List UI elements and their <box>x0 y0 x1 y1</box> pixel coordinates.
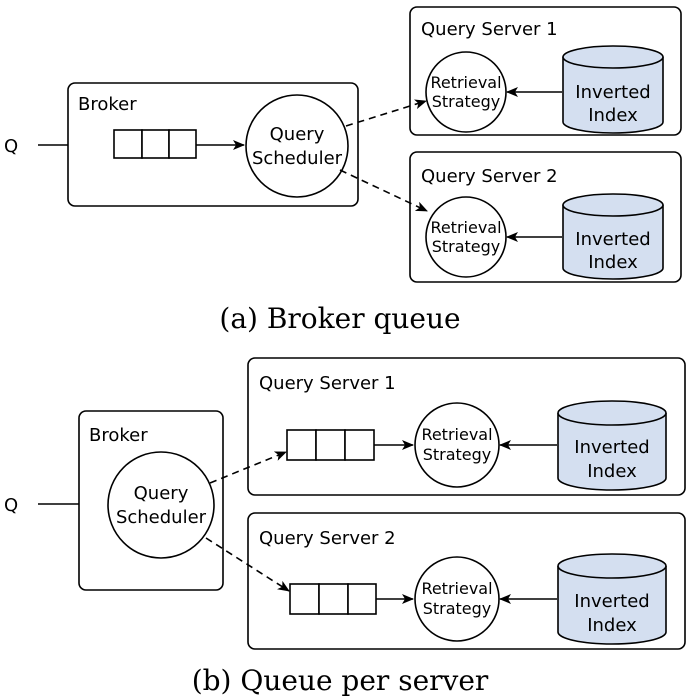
dispatch-arrow-server-2 <box>339 169 428 212</box>
index-label-line2: Index <box>587 615 637 636</box>
query-server-1-label: Query Server 1 <box>421 19 558 40</box>
retrieval-label-line1: Retrieval <box>421 425 492 444</box>
retrieval-label-line2: Strategy <box>432 237 501 256</box>
retrieval-label-line1: Retrieval <box>430 73 501 92</box>
input-q-label: Q <box>4 136 18 157</box>
scheduler-label-line2: Scheduler <box>252 148 343 169</box>
index-label-line1: Inverted <box>574 437 649 458</box>
index-label-line2: Index <box>587 461 637 482</box>
query-server-2-label: Query Server 2 <box>259 528 396 549</box>
index-label-line1: Inverted <box>575 229 650 250</box>
broker-label: Broker <box>78 94 137 115</box>
retrieval-label-line1: Retrieval <box>421 579 492 598</box>
index-label-line1: Inverted <box>575 82 650 103</box>
caption-a: (a) Broker queue <box>219 302 460 335</box>
scheduler-label-line1: Query <box>134 483 189 504</box>
dispatch-arrow-server-2 <box>205 537 290 592</box>
index-label-line2: Index <box>588 252 638 273</box>
query-scheduler-node <box>107 451 215 559</box>
retrieval-label-line2: Strategy <box>432 92 501 111</box>
server-1-queue <box>286 429 375 461</box>
query-server-1-label: Query Server 1 <box>259 373 396 394</box>
inverted-index-cylinder <box>557 553 667 645</box>
dispatch-arrow-server-1 <box>345 99 427 127</box>
query-server-2-label: Query Server 2 <box>421 166 558 187</box>
retrieval-label-line2: Strategy <box>423 599 492 618</box>
scheduler-label-line2: Scheduler <box>116 507 207 528</box>
inverted-index-cylinder <box>562 193 664 280</box>
panel-b: Q Broker Query Scheduler Query Server 1 … <box>4 357 686 697</box>
query-scheduler-node <box>245 94 349 198</box>
retrieval-label-line2: Strategy <box>423 445 492 464</box>
index-label-line2: Index <box>588 105 638 126</box>
inverted-index-cylinder <box>557 400 667 491</box>
inverted-index-cylinder <box>562 45 664 134</box>
caption-b: (b) Queue per server <box>192 664 489 697</box>
retrieval-label-line1: Retrieval <box>430 218 501 237</box>
panel-a: Q Broker Query Scheduler Query Server 1 … <box>4 6 682 335</box>
broker-queue <box>113 129 197 159</box>
broker-label: Broker <box>89 425 148 446</box>
input-q-label: Q <box>4 495 18 516</box>
dispatch-arrow-server-1 <box>209 451 287 484</box>
server-2-queue <box>289 583 377 615</box>
scheduler-label-line1: Query <box>270 124 325 145</box>
index-label-line1: Inverted <box>574 591 649 612</box>
